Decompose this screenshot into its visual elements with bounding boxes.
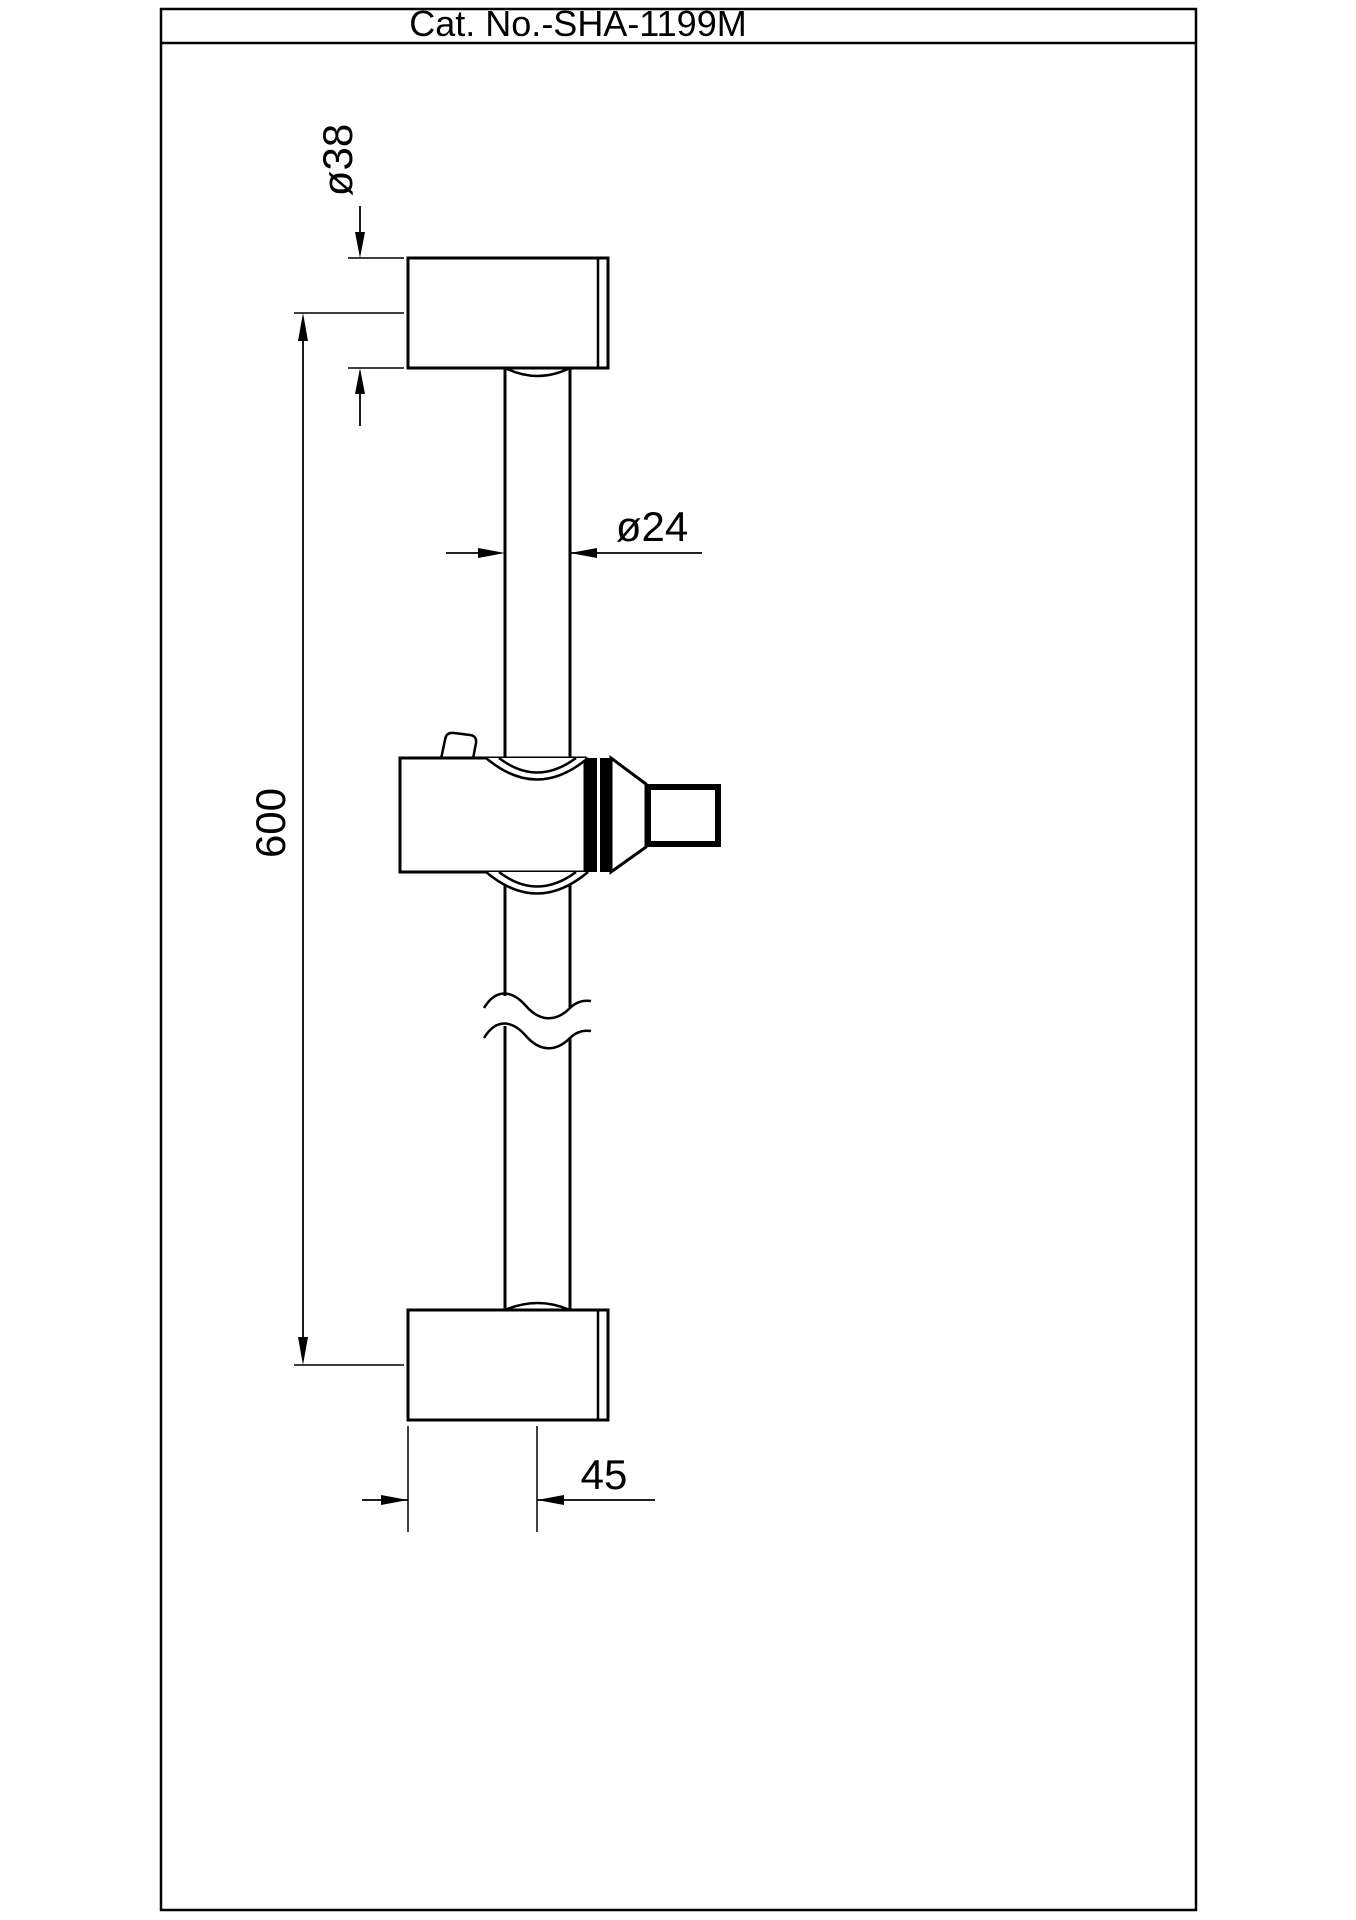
arrow-right-icon: [478, 548, 505, 558]
drawing-border: [159, 7, 1198, 1912]
bottom-wall-bracket: [406, 1301, 610, 1422]
arrow-up-icon: [298, 313, 308, 341]
rail-saddle-bottom-outer: [485, 871, 589, 895]
handshower-socket: [645, 784, 721, 847]
dim-wall-offset: [362, 1426, 655, 1532]
slide-rail: [503, 368, 572, 1310]
arrow-right-icon: [381, 1495, 408, 1505]
dim-rail-length: [294, 312, 404, 1366]
dim-bracket-diameter-label: ø38: [314, 124, 361, 196]
bottom-rail-junction-fillet: [504, 1301, 571, 1312]
top-wall-bracket: [406, 256, 610, 378]
arrow-down-icon: [298, 1337, 308, 1365]
dim-rail-length-label: 600: [247, 788, 294, 858]
pipe-break-symbol: [482, 992, 592, 1050]
arrow-left-icon: [537, 1495, 564, 1505]
dim-wall-offset-label: 45: [581, 1451, 628, 1498]
slider-ring-front: [585, 758, 597, 872]
top-rail-junction-fillet: [504, 366, 571, 378]
lock-knob: [439, 731, 478, 761]
rail-saddle-top-inner: [498, 756, 577, 774]
dim-rail-diameter: [446, 548, 702, 558]
slider-ring-back: [600, 758, 611, 872]
arrow-up-icon: [355, 368, 365, 394]
arrow-left-icon: [570, 548, 597, 558]
rail-saddle-top-outer: [485, 757, 589, 781]
drawing-title: Cat. No.-SHA-1199M: [409, 3, 746, 44]
arrow-down-icon: [355, 232, 365, 258]
dim-bracket-diameter: [348, 206, 404, 426]
slider-holder-assembly: [398, 731, 721, 895]
rail-saddle-bottom-inner: [498, 870, 577, 888]
dim-rail-diameter-label: ø24: [616, 503, 688, 550]
